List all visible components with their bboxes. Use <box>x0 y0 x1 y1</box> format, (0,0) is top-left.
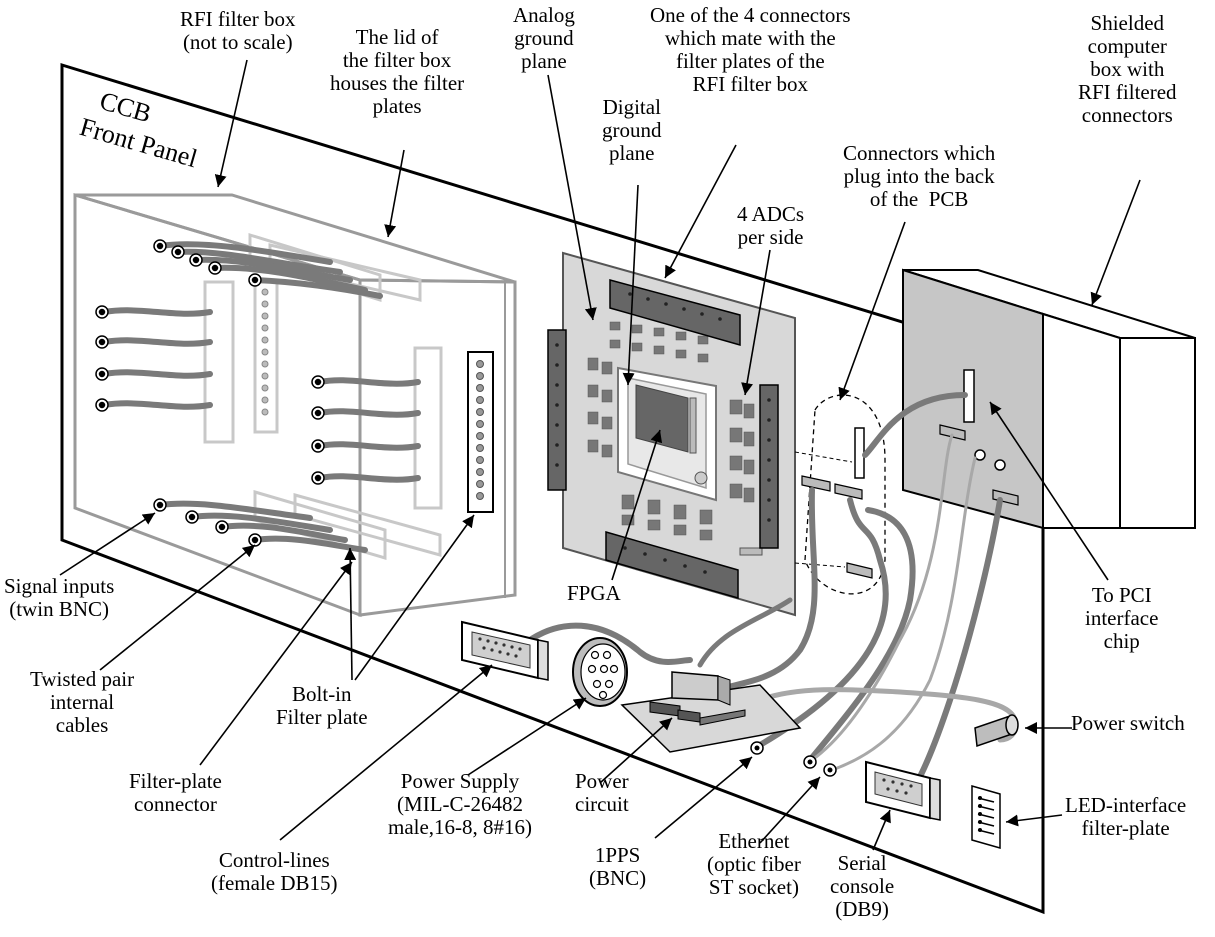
label-power-circuit: Power circuit <box>575 769 629 816</box>
panel-st-sockets <box>803 755 837 777</box>
label-led-interface: LED-interface filter-plate <box>1065 793 1187 840</box>
back-connectors-group <box>794 394 886 595</box>
label-filter-box-lid: The lid of the filter box houses the fil… <box>330 25 465 118</box>
leader-arrows <box>59 59 1141 851</box>
label-one-of-4-connectors: One of the 4 connectors which mate with … <box>650 3 851 96</box>
label-power-supply: Power Supply (MIL-C-26482 male,16-8, 8#1… <box>388 769 533 839</box>
shielded-computer-box <box>902 268 1196 530</box>
panel-bnc-1pps <box>750 741 764 755</box>
pcb-edge-connectors <box>547 279 779 599</box>
label-4-adcs: 4 ADCs per side <box>737 202 805 249</box>
label-1pps-bnc: 1PPS (BNC) <box>589 843 647 890</box>
mil-power-connector-icon <box>572 637 628 707</box>
label-twisted-pair: Twisted pair internal cables <box>30 667 135 737</box>
label-bolt-in-filter-plate: Bolt-in Filter plate <box>276 682 368 729</box>
label-rfi-filter-box: RFI filter box (not to scale) <box>180 7 296 54</box>
power-circuit-board <box>620 671 802 753</box>
label-connectors-back-pcb: Connectors which plug into the back of t… <box>843 141 996 211</box>
bolt-in-filter-plate <box>467 351 494 513</box>
label-ethernet: Ethernet (optic fiber ST socket) <box>707 829 801 899</box>
label-analog-ground-plane: Analog ground plane <box>513 3 575 73</box>
label-power-switch: Power switch <box>1071 711 1185 735</box>
label-serial-console: Serial console (DB9) <box>830 851 895 921</box>
led-plate-icon <box>971 785 1001 849</box>
filter-plate-dots <box>261 288 269 416</box>
label-digital-ground-plane: Digital ground plane <box>602 95 662 165</box>
bnc-connectors <box>95 239 325 547</box>
db15-connector-icon <box>461 620 549 681</box>
label-filter-plate-connector: Filter-plate connector <box>129 769 222 816</box>
toggle-switch-icon <box>974 714 1019 748</box>
label-control-lines: Control-lines (female DB15) <box>211 848 338 895</box>
label-fpga: FPGA <box>567 581 621 605</box>
label-shielded-computer-box: Shielded computer box with RFI filtered … <box>1078 11 1177 127</box>
label-signal-inputs: Signal inputs (twin BNC) <box>4 574 115 621</box>
db9-connector-icon <box>865 760 941 821</box>
twisted-pair-cables <box>101 241 421 553</box>
label-to-pci-chip: To PCI interface chip <box>1085 583 1159 653</box>
